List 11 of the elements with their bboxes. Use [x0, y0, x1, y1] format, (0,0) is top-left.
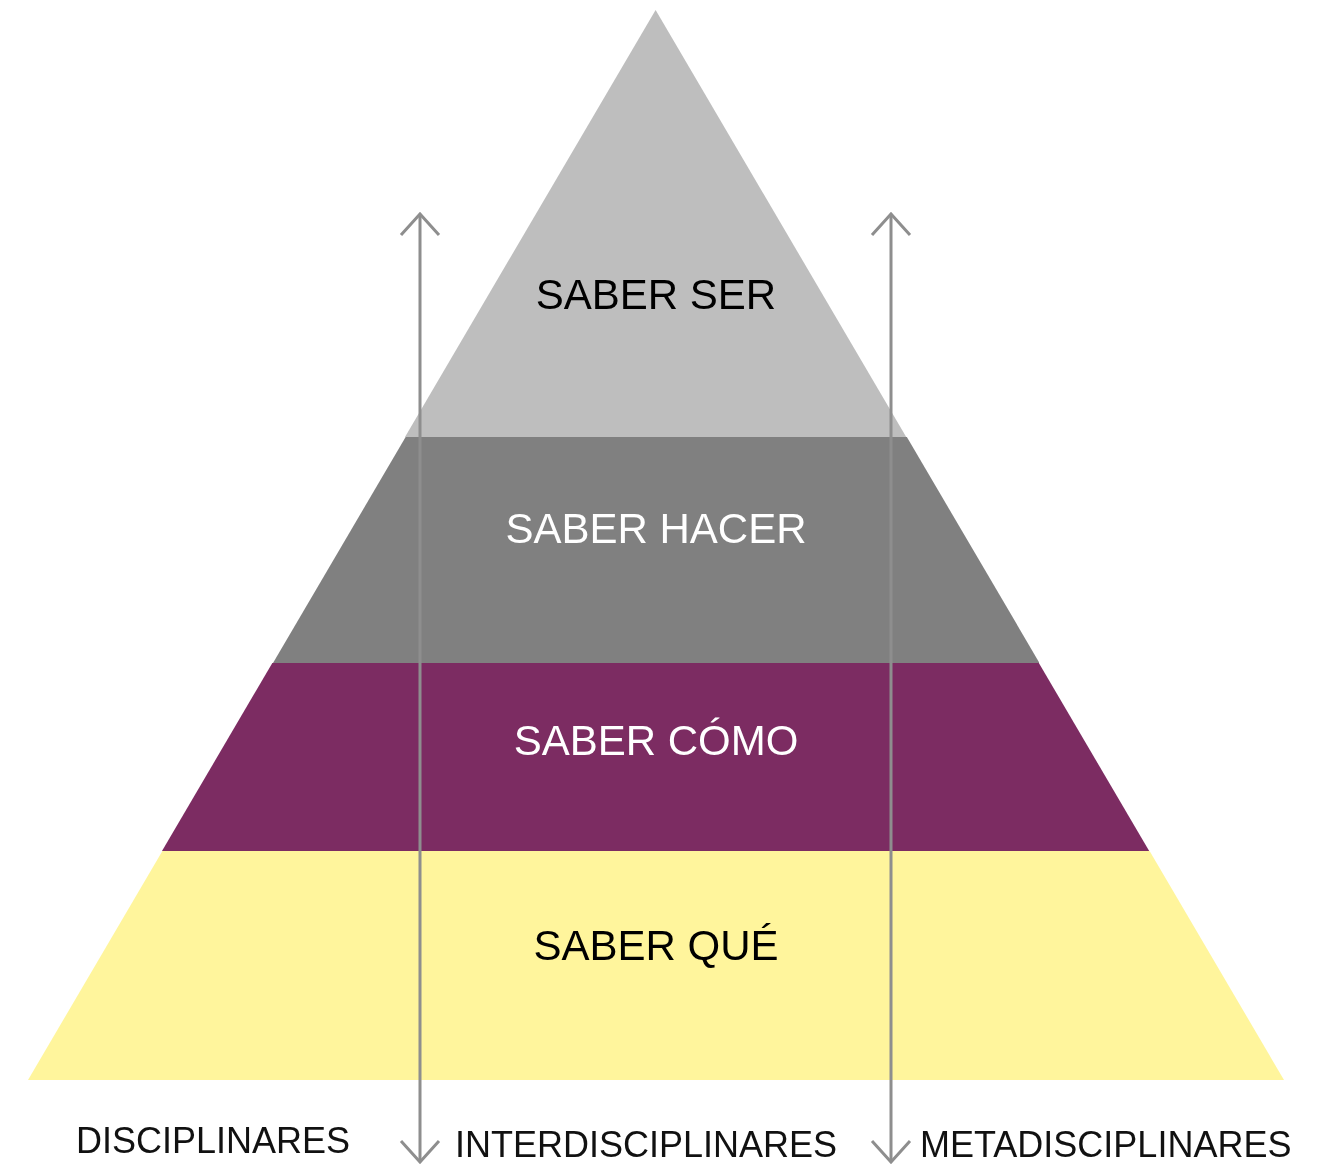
category-label: DISCIPLINARES [76, 1120, 351, 1162]
tier-label: SABER HACER [504, 505, 808, 553]
tier-label: SABER CÓMO [512, 717, 800, 765]
pyramid-apex [405, 10, 907, 437]
category-label: INTERDISCIPLINARES [455, 1124, 838, 1166]
tier-label: SABER QUÉ [532, 922, 780, 970]
pyramid-tier [272, 437, 1040, 663]
pyramid-tier [162, 663, 1150, 851]
category-label: METADISCIPLINARES [920, 1124, 1292, 1166]
tier-label: SABER SER [534, 271, 778, 319]
pyramid-tier [28, 851, 1284, 1080]
